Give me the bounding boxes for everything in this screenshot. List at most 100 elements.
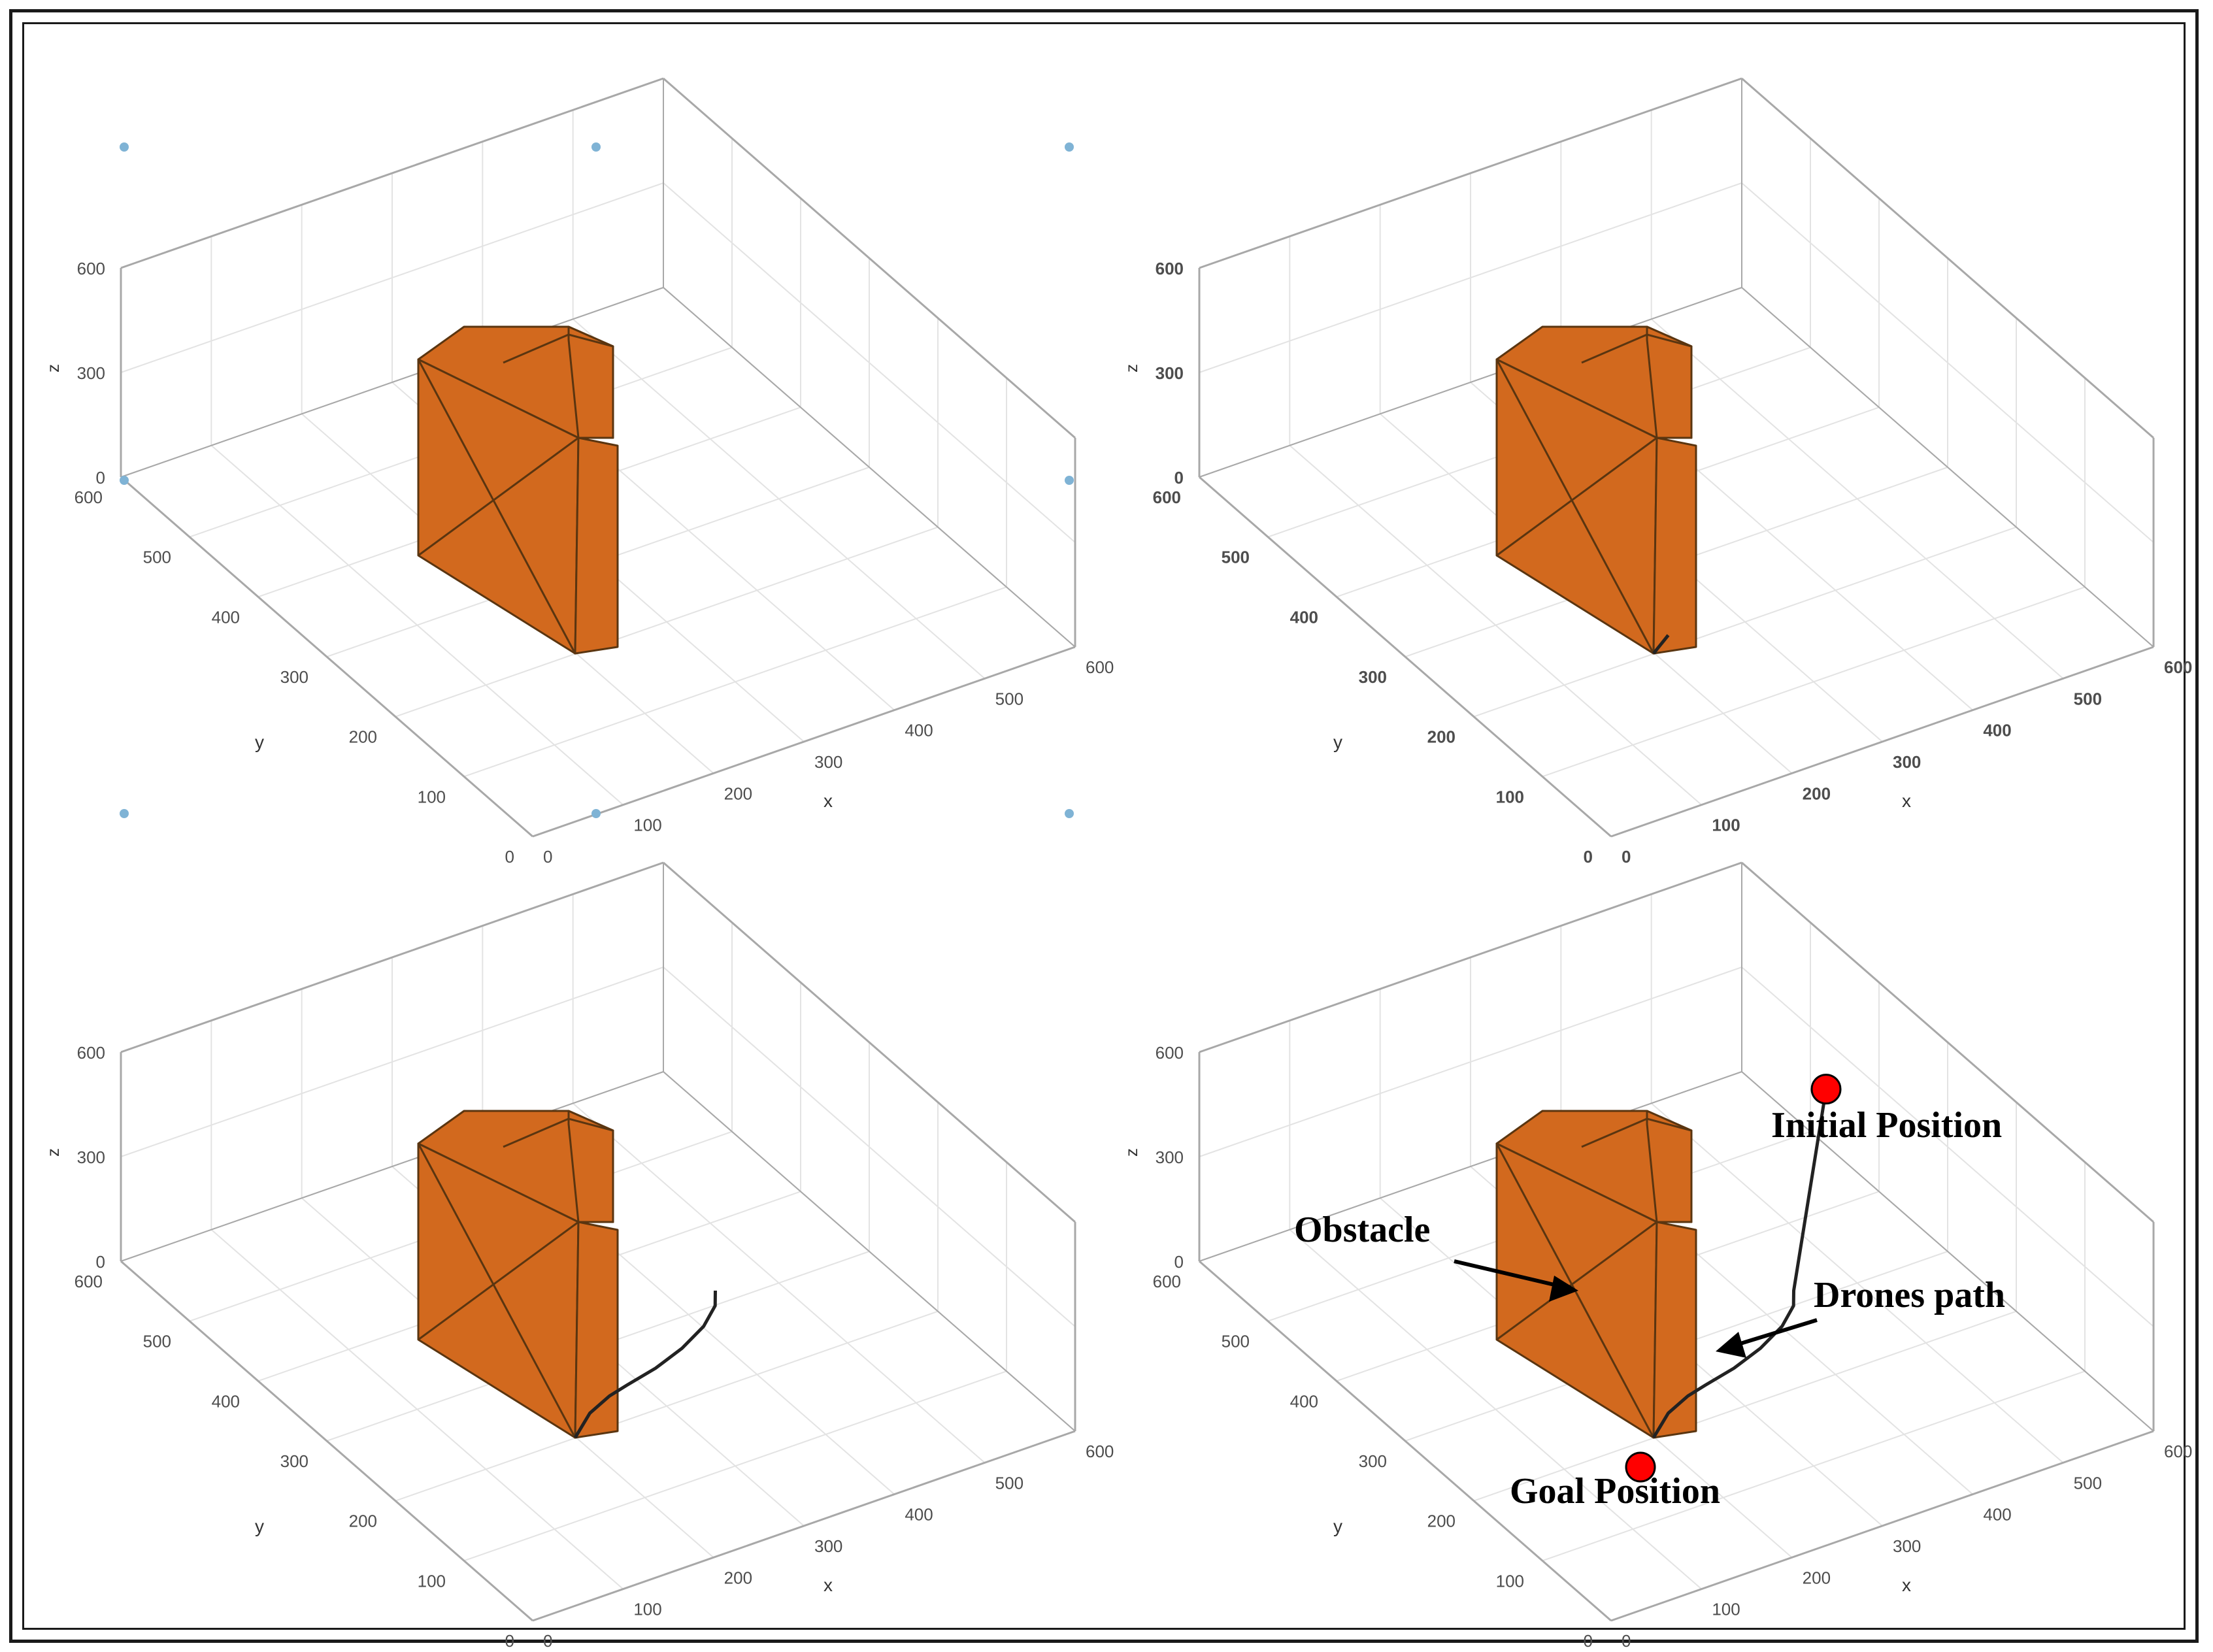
grid-line-floor-y (463, 1370, 1007, 1562)
box-edge-floor-left (1199, 287, 1742, 478)
y-tick-label: 600 (1153, 487, 1181, 507)
grid-line-floor-y (395, 1310, 939, 1502)
box-edge-floor-back (663, 287, 1076, 648)
y-axis-label: y (255, 732, 264, 752)
y-tick-label: 300 (280, 1451, 308, 1471)
plot-panel-top-right: 0100200300400500600010020030040050060003… (1122, 77, 2192, 867)
z-tick-label: 0 (1174, 1252, 1184, 1272)
box-edge-floor-back (1741, 1071, 2154, 1432)
corner-marker (591, 142, 601, 152)
z-tick-label: 600 (77, 259, 105, 278)
box-edge-top-back (1199, 861, 1742, 1053)
x-tick-label: 100 (1712, 1600, 1740, 1619)
y-tick-label: 400 (1290, 1391, 1318, 1411)
y-tick-label: 100 (418, 787, 446, 806)
x-tick-label: 500 (2074, 689, 2102, 708)
y-tick-label: 400 (212, 607, 240, 627)
y-tick-label: 500 (1222, 548, 1250, 567)
x-tick-label: 300 (1893, 1536, 1921, 1556)
box-edge-floor-back (663, 1071, 1076, 1432)
y-tick-label: 500 (143, 548, 171, 567)
annotation-drones-path: Drones path (1814, 1275, 2005, 1315)
x-tick-label: 100 (633, 1600, 661, 1619)
annotation-arrowhead-path (1716, 1332, 1746, 1358)
x-tick-label: 300 (814, 1536, 842, 1556)
x-tick-label: 0 (543, 1631, 552, 1651)
obstacle-face-diagonal (1496, 1221, 1657, 1341)
y-tick-label: 400 (212, 1391, 240, 1411)
corner-marker (1065, 809, 1074, 818)
x-tick-label: 200 (1803, 1568, 1831, 1587)
axis-line-x (1610, 646, 2154, 838)
obstacle-back-upper (567, 325, 614, 439)
x-tick-label: 400 (905, 1505, 933, 1525)
plot-panel-bottom-right: 0100200300400500600010020030040050060003… (1122, 861, 2192, 1651)
obstacle-face-diagonal (1495, 359, 1655, 654)
y-tick-label: 300 (280, 667, 308, 687)
z-axis-label: z (1122, 364, 1141, 372)
grid-line-floor-y (1473, 1310, 2017, 1502)
grid-line-backwall-z (120, 966, 664, 1157)
annotation-arrow-obstacle (1454, 1259, 1566, 1289)
y-tick-label: 400 (1290, 607, 1318, 627)
x-axis-label: x (1902, 1575, 1911, 1595)
obstacle-face-diagonal (418, 1221, 579, 1341)
drone-path-line (1652, 634, 1670, 655)
axis-line-x (532, 1430, 1076, 1622)
corner-marker (591, 809, 601, 818)
z-tick-label: 300 (1156, 363, 1184, 383)
box-edge-top-back (120, 861, 664, 1053)
z-tick-label: 300 (77, 363, 105, 383)
figure-outer-border (9, 9, 2199, 1643)
y-tick-label: 500 (1222, 1332, 1250, 1351)
box-edge-floor-left (1199, 1071, 1742, 1262)
box-edge-floor-back (1741, 287, 2154, 648)
y-tick-label: 200 (349, 727, 377, 747)
y-tick-label: 600 (75, 1272, 103, 1291)
y-tick-label: 600 (1153, 1272, 1181, 1291)
z-tick-label: 600 (77, 1043, 105, 1063)
axis-line-y (120, 476, 533, 838)
x-tick-label: 400 (905, 721, 933, 740)
box-edge-top-side (663, 861, 1076, 1223)
obstacle-face-diagonal (418, 437, 579, 557)
obstacle-face-diagonal (1496, 437, 1657, 557)
drone-path-line (573, 1290, 717, 1439)
x-tick-label: 200 (724, 1568, 752, 1587)
y-tick-label: 200 (1427, 727, 1456, 747)
annotation-obstacle: Obstacle (1294, 1210, 1430, 1250)
grid-line-sidewall-z (1741, 966, 2154, 1327)
axis-line-x (1610, 1430, 2154, 1622)
box-edge-floor-left (120, 287, 664, 478)
y-tick-label: 500 (143, 1332, 171, 1351)
obstacle-back-upper (567, 1110, 614, 1223)
obstacle-top-inner-edge (1581, 1117, 1692, 1148)
x-tick-label: 600 (1086, 1442, 1114, 1461)
box-edge-top-side (1741, 861, 2154, 1223)
axis-line-y (120, 1260, 533, 1622)
y-axis-label: y (1333, 1516, 1342, 1536)
y-tick-label: 100 (1496, 1571, 1524, 1591)
grid-line-floor-y (1473, 526, 2017, 718)
obstacle-face-diagonal (417, 359, 576, 654)
x-tick-label: 200 (724, 784, 752, 803)
x-tick-label: 0 (1622, 847, 1631, 867)
axis-line-y (1199, 476, 1612, 838)
obstacle-side-face (1652, 437, 1697, 655)
x-tick-label: 0 (543, 847, 552, 867)
x-tick-label: 0 (1622, 1631, 1631, 1651)
annotation-arrow-path (1731, 1318, 1818, 1348)
box-edge-top-back (1199, 77, 1742, 269)
corner-marker (120, 809, 129, 818)
corner-marker (120, 142, 129, 152)
obstacle-top-inner-edge (503, 1117, 614, 1148)
y-tick-label: 100 (1496, 787, 1524, 806)
box-edge-floor-left (120, 1071, 664, 1262)
figure-inner-border (22, 22, 2186, 1630)
x-tick-label: 400 (1983, 721, 2011, 740)
y-tick-label: 0 (1584, 847, 1593, 867)
x-tick-label: 500 (995, 689, 1023, 708)
y-axis-label: y (1333, 732, 1342, 752)
corner-marker (1065, 142, 1074, 152)
z-tick-label: 0 (1174, 468, 1184, 487)
